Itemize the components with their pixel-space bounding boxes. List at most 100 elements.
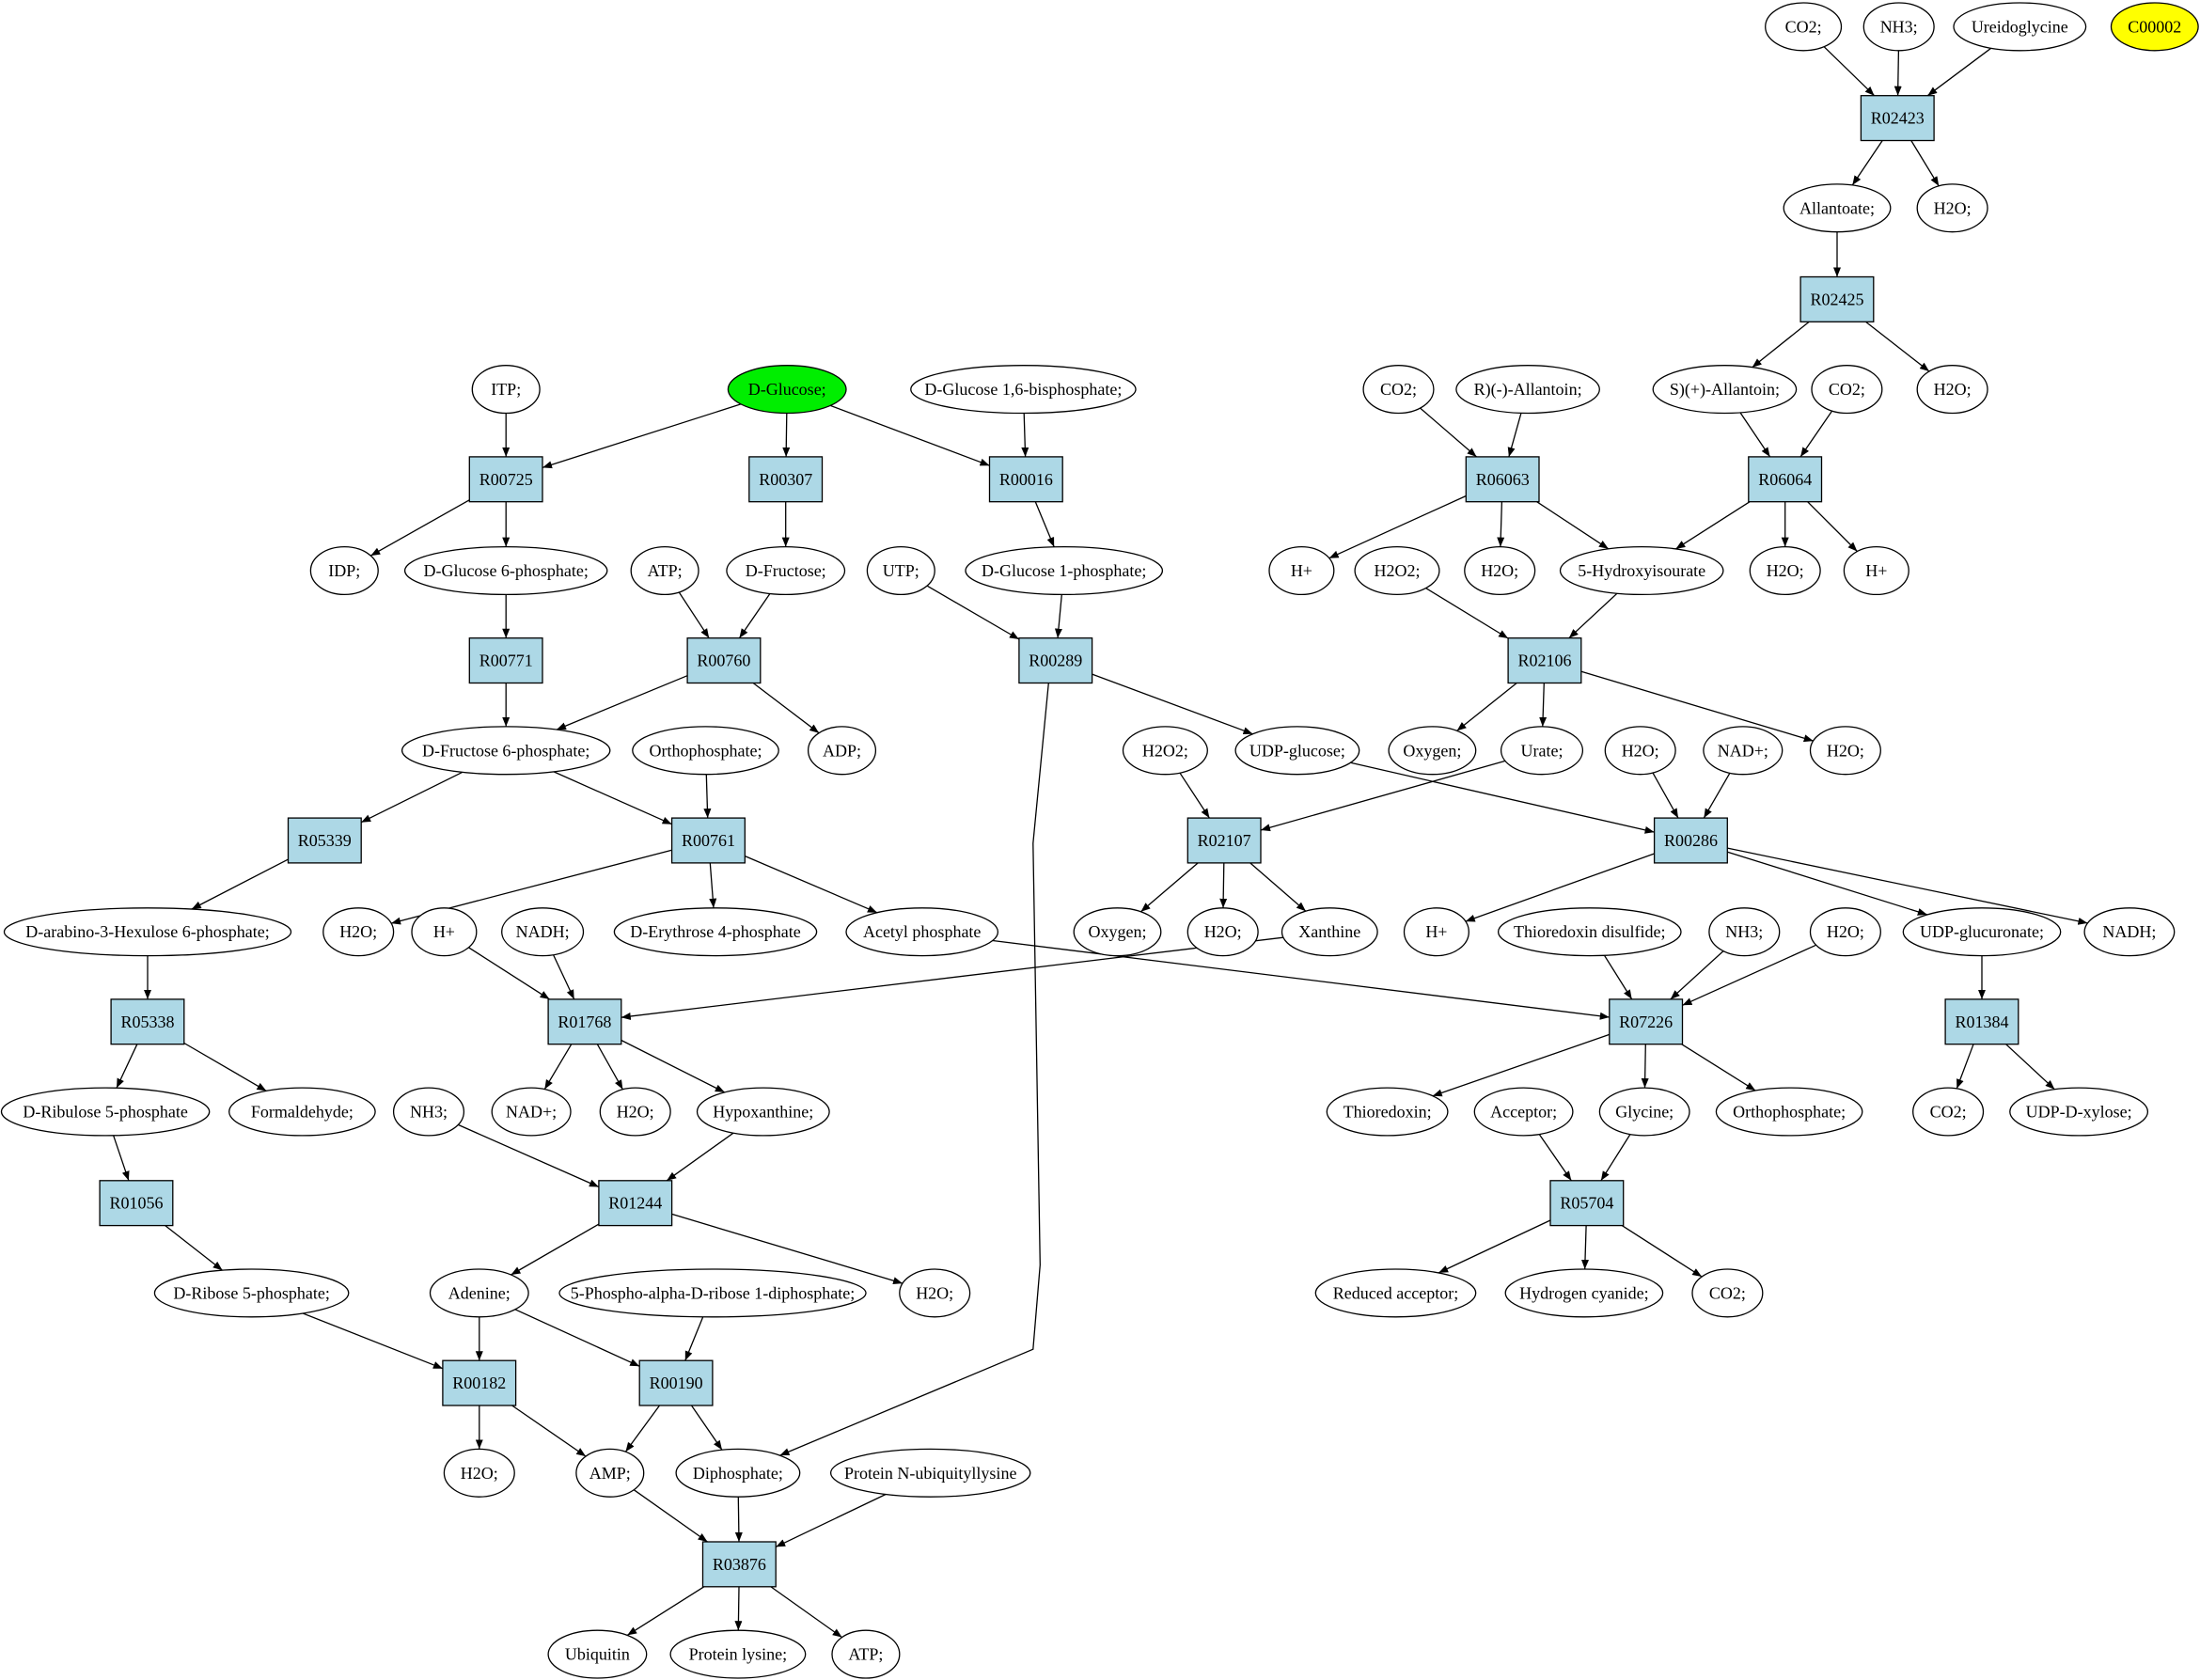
compound-node-c_co2_c[interactable]: CO2; <box>1362 365 1435 415</box>
compound-node-c_protein_ub[interactable]: Protein N-ubiquityllysine <box>829 1448 1031 1498</box>
reaction-node-R01768[interactable]: R01768 <box>547 998 622 1045</box>
compound-node-c_thiored_dis[interactable]: Thioredoxin disulfide; <box>1497 907 1682 957</box>
compound-node-c_nh3_a[interactable]: NH3; <box>1862 2 1935 52</box>
compound-node-c_acetylp[interactable]: Acetyl phosphate <box>845 907 999 957</box>
compound-node-c_udpglucose[interactable]: UDP-glucose; <box>1234 726 1360 776</box>
compound-node-c_udpxylose[interactable]: UDP-D-xylose; <box>2009 1087 2149 1137</box>
compound-node-c_hplus_d[interactable]: H+ <box>1403 907 1469 957</box>
compound-node-c_hypoxanthine[interactable]: Hypoxanthine; <box>696 1087 830 1137</box>
compound-node-c_nh3_b[interactable]: NH3; <box>1708 907 1781 957</box>
compound-node-c_ubiquitin[interactable]: Ubiquitin <box>547 1629 648 1679</box>
compound-node-c_h2o_k[interactable]: H2O; <box>899 1268 971 1318</box>
reaction-node-R00289[interactable]: R00289 <box>1018 637 1093 684</box>
compound-node-c_amp[interactable]: AMP; <box>575 1448 645 1498</box>
compound-node-c_5hydroxy[interactable]: 5-Hydroxyisourate <box>1559 545 1724 596</box>
compound-node-c_co2_b[interactable]: CO2; <box>1811 365 1883 415</box>
reaction-node-R01244[interactable]: R01244 <box>598 1180 673 1227</box>
compound-node-c_hcn[interactable]: Hydrogen cyanide; <box>1504 1268 1664 1318</box>
compound-node-c_dg16bp[interactable]: D-Glucose 1,6-bisphosphate; <box>910 365 1137 415</box>
compound-node-c_h2o_a[interactable]: H2O; <box>1916 183 1988 233</box>
compound-node-c_co2_e[interactable]: CO2; <box>1691 1268 1764 1318</box>
reaction-node-R02106[interactable]: R02106 <box>1507 637 1582 684</box>
compound-node-c_df6p[interactable]: D-Fructose 6-phosphate; <box>401 726 611 776</box>
reaction-node-R02423[interactable]: R02423 <box>1860 95 1935 142</box>
compound-node-c_co2_d[interactable]: CO2; <box>1912 1087 1985 1137</box>
reaction-node-R00725[interactable]: R00725 <box>468 456 543 503</box>
compound-node-c_dglucose[interactable]: D-Glucose; <box>727 365 847 415</box>
compound-node-c_dribose5p[interactable]: D-Ribose 5-phosphate; <box>153 1268 350 1318</box>
reaction-node-R00190[interactable]: R00190 <box>638 1359 714 1406</box>
compound-node-c_orthophos_b[interactable]: Orthophosphate; <box>1715 1087 1863 1137</box>
compound-node-c_reduced_acc[interactable]: Reduced acceptor; <box>1314 1268 1477 1318</box>
compound-node-c_nadh_b[interactable]: NADH; <box>2083 907 2176 957</box>
compound-node-c_dg1p[interactable]: D-Glucose 1-phosphate; <box>965 545 1164 596</box>
reaction-node-R06063[interactable]: R06063 <box>1465 456 1540 503</box>
compound-node-c_hplus_c[interactable]: H+ <box>411 907 478 957</box>
compound-node-c_acceptor[interactable]: Acceptor; <box>1473 1087 1574 1137</box>
compound-node-c_orthophos_a[interactable]: Orthophosphate; <box>632 726 779 776</box>
compound-node-c_nadplus_a[interactable]: NAD+; <box>1703 726 1784 776</box>
compound-node-c_adenine[interactable]: Adenine; <box>429 1268 529 1318</box>
compound-node-c_hplus_b[interactable]: H+ <box>1843 545 1909 596</box>
compound-node-c_protein_lys[interactable]: Protein lysine; <box>669 1629 807 1679</box>
reaction-node-R05339[interactable]: R05339 <box>287 817 362 864</box>
reaction-node-R00286[interactable]: R00286 <box>1653 817 1728 864</box>
compound-node-c_dfructose[interactable]: D-Fructose; <box>726 545 846 596</box>
compound-node-c_xanthine[interactable]: Xanthine <box>1281 907 1378 957</box>
compound-node-c_s_allantoin[interactable]: S)(+)-Allantoin; <box>1652 365 1798 415</box>
compound-node-c_dribulose5p[interactable]: D-Ribulose 5-phosphate <box>0 1087 211 1137</box>
compound-node-c_h2o_e[interactable]: H2O; <box>1809 726 1881 776</box>
compound-node-c_oxygen_a[interactable]: Oxygen; <box>1388 726 1477 776</box>
reaction-node-R02107[interactable]: R02107 <box>1186 817 1262 864</box>
compound-node-c_urate[interactable]: Urate; <box>1500 726 1584 776</box>
reaction-node-R00016[interactable]: R00016 <box>988 456 1063 503</box>
compound-node-c_h2o_h[interactable]: H2O; <box>1186 907 1259 957</box>
compound-node-c_glycine[interactable]: Glycine; <box>1598 1087 1690 1137</box>
compound-node-c_h2o_d[interactable]: H2O; <box>1749 545 1821 596</box>
compound-node-c_r_allantoin[interactable]: R)(-)-Allantoin; <box>1455 365 1600 415</box>
compound-node-c_h2o2_b[interactable]: H2O2; <box>1122 726 1208 776</box>
compound-node-c_h2o_b[interactable]: H2O; <box>1916 365 1988 415</box>
compound-node-c_h2o_i[interactable]: H2O; <box>1809 907 1881 957</box>
compound-node-c_prpp[interactable]: 5-Phospho-alpha-D-ribose 1-diphosphate; <box>558 1268 867 1318</box>
compound-node-c_h2o_f[interactable]: H2O; <box>1604 726 1676 776</box>
reaction-node-R03876[interactable]: R03876 <box>701 1541 777 1588</box>
compound-node-c_h2o_l[interactable]: H2O; <box>443 1448 515 1498</box>
compound-node-c_h2o_g[interactable]: H2O; <box>322 907 395 957</box>
reaction-node-R01384[interactable]: R01384 <box>1944 998 2019 1045</box>
compound-node-c_hplus_a[interactable]: H+ <box>1268 545 1335 596</box>
reaction-node-R01056[interactable]: R01056 <box>99 1180 174 1227</box>
compound-node-c_darabino[interactable]: D-arabino-3-Hexulose 6-phosphate; <box>3 907 292 957</box>
reaction-node-R02425[interactable]: R02425 <box>1799 275 1875 322</box>
reaction-node-R00760[interactable]: R00760 <box>686 637 762 684</box>
compound-node-c_itp[interactable]: ITP; <box>471 365 541 415</box>
compound-node-c_utp[interactable]: UTP; <box>866 545 935 596</box>
compound-node-c_c00002[interactable]: C00002 <box>2110 2 2199 52</box>
compound-node-c_formaldehyde[interactable]: Formaldehyde; <box>228 1087 376 1137</box>
compound-node-c_ureido[interactable]: Ureidoglycine <box>1953 2 2087 52</box>
compound-node-c_oxygen_b[interactable]: Oxygen; <box>1073 907 1162 957</box>
compound-node-c_de4p[interactable]: D-Erythrose 4-phosphate <box>613 907 818 957</box>
compound-node-c_thioredoxin[interactable]: Thioredoxin; <box>1326 1087 1449 1137</box>
compound-node-c_h2o2_a[interactable]: H2O2; <box>1354 545 1440 596</box>
reaction-node-R06064[interactable]: R06064 <box>1748 456 1823 503</box>
compound-node-c_atp_a[interactable]: ATP; <box>630 545 699 596</box>
compound-node-c_h2o_j[interactable]: H2O; <box>599 1087 671 1137</box>
reaction-node-R05704[interactable]: R05704 <box>1549 1180 1625 1227</box>
reaction-node-R00771[interactable]: R00771 <box>468 637 543 684</box>
compound-node-c_diphosphate[interactable]: Diphosphate; <box>675 1448 801 1498</box>
compound-node-c_idp[interactable]: IDP; <box>309 545 379 596</box>
reaction-node-R05338[interactable]: R05338 <box>110 998 185 1045</box>
reaction-node-R00182[interactable]: R00182 <box>442 1359 517 1406</box>
compound-node-c_nadplus_b[interactable]: NAD+; <box>491 1087 572 1137</box>
compound-node-c_nadh_a[interactable]: NADH; <box>501 907 585 957</box>
compound-node-c_adp[interactable]: ADP; <box>807 726 877 776</box>
reaction-node-R00761[interactable]: R00761 <box>670 817 746 864</box>
compound-node-c_allantoate[interactable]: Allantoate; <box>1783 183 1892 233</box>
compound-node-c_dg6p[interactable]: D-Glucose 6-phosphate; <box>403 545 608 596</box>
compound-node-c_atp_b[interactable]: ATP; <box>831 1629 901 1679</box>
compound-node-c_nh3_c[interactable]: NH3; <box>392 1087 465 1137</box>
compound-node-c_udpglucuronate[interactable]: UDP-glucuronate; <box>1902 907 2062 957</box>
reaction-node-R07226[interactable]: R07226 <box>1609 998 1684 1045</box>
compound-node-c_h2o_c[interactable]: H2O; <box>1464 545 1536 596</box>
